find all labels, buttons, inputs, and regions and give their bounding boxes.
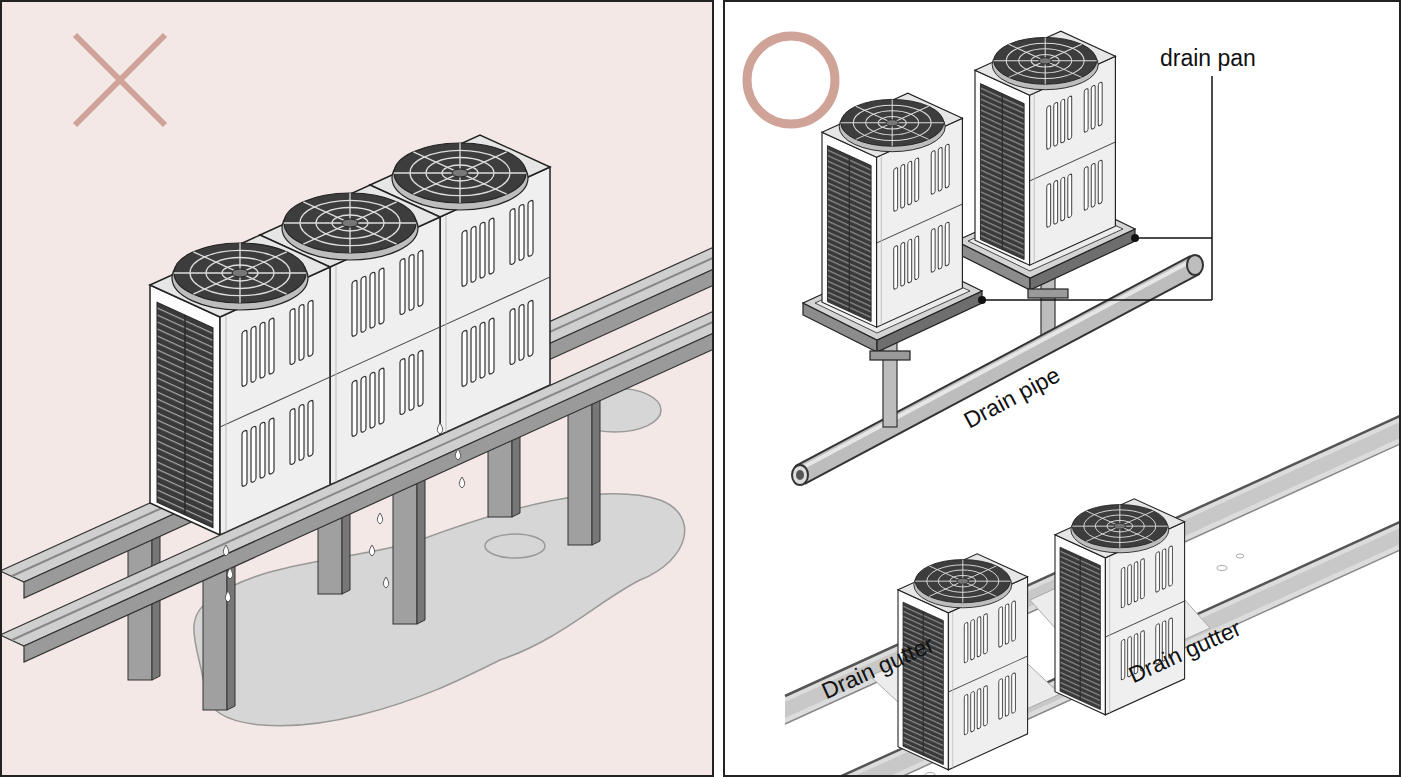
water-drops-part — [225, 591, 230, 602]
drain-pipe-part — [792, 465, 808, 485]
leader-line-part — [1211, 76, 1213, 300]
support-rail-part — [12, 316, 712, 640]
correct-mark — [747, 36, 835, 124]
support-pillar-part — [568, 395, 592, 545]
water-drops-part — [227, 568, 232, 579]
water-drops-part — [925, 773, 935, 776]
correct-panel — [724, 1, 1400, 776]
water-drops-part — [459, 477, 464, 488]
wrong-mark-part — [75, 35, 165, 125]
outdoor-unit — [150, 235, 330, 535]
water-drops-part — [369, 545, 374, 556]
water-drops-part — [437, 423, 442, 434]
support-rail-part — [24, 322, 712, 662]
leader-dot-part — [978, 296, 986, 304]
wrong-mark — [75, 35, 165, 125]
water-drops-part — [223, 545, 228, 556]
water-drops-part — [1236, 554, 1244, 558]
support-pillar-part — [203, 560, 227, 710]
part-label: drain pan — [1160, 46, 1256, 71]
correct-installation — [780, 31, 1399, 775]
support-rail-part — [2, 311, 712, 646]
drain-pipe-part — [796, 470, 804, 480]
water-drops-part — [377, 513, 382, 524]
water-drops — [223, 423, 464, 602]
leader-line-part — [1135, 237, 1212, 239]
drain-pipe-part — [1187, 255, 1203, 275]
outdoor-unit — [1055, 499, 1185, 715]
water-puddle-part — [485, 534, 545, 558]
water-drops-part — [383, 577, 388, 588]
support-pillar-part — [417, 470, 425, 624]
leader-dot — [978, 234, 1139, 304]
support-pillar-part — [592, 391, 600, 545]
outdoor-unit — [822, 93, 962, 327]
leader-dot-part — [1131, 234, 1139, 242]
wrong-mark-part — [75, 35, 165, 125]
drain-pan-part — [870, 351, 910, 360]
wrong-installation — [2, 135, 712, 726]
water-drops-part — [1217, 566, 1227, 571]
leader-line — [982, 76, 1212, 300]
drain-pan-part — [1028, 289, 1068, 298]
support-pillar-part — [393, 474, 417, 624]
support-rail — [2, 311, 712, 662]
outdoor-unit — [975, 31, 1115, 265]
support-pillar-part — [227, 556, 235, 710]
leader-line-part — [982, 299, 1212, 301]
water-drops-part — [455, 449, 460, 460]
